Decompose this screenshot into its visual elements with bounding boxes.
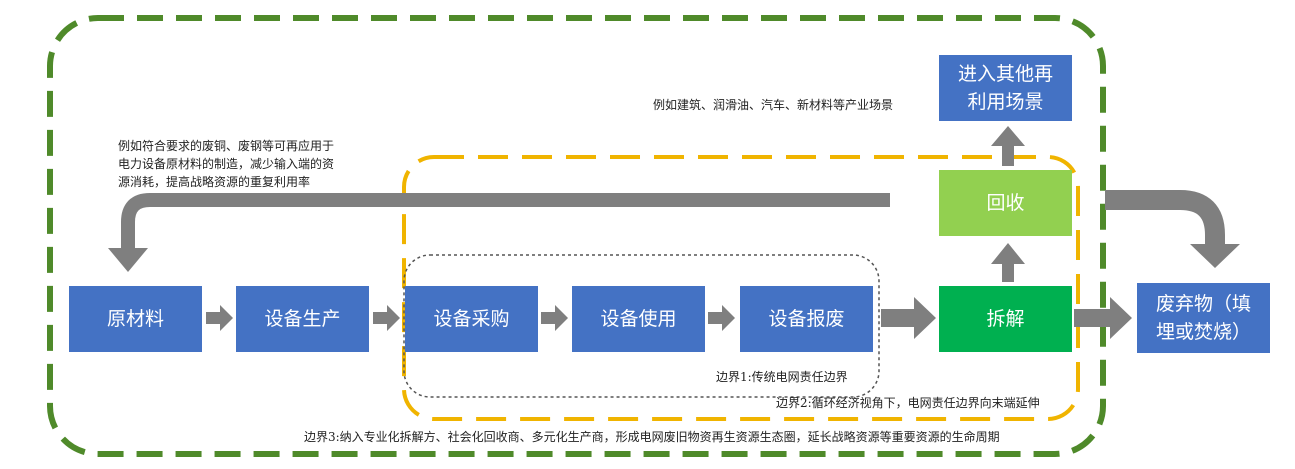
note-line-2: 电力设备原材料的制造，减少输入端的资 [118,157,335,171]
box-recycle: 回收 [939,170,1072,236]
note-other-scenes: 例如建筑、润滑油、汽车、新材料等产业场景 [653,98,894,112]
feedback-arrow [121,193,890,250]
box-other-reuse: 进入其他再利用场景 [939,55,1072,121]
boundary3-label: 边界3:纳入专业化拆解方、社会化回收商、多元化生产商，形成电网废旧物资再生资源生… [304,430,1000,444]
note-line-1: 例如符合要求的废铜、废钢等可再应用于 [118,139,335,153]
feedback-arrowhead [108,248,148,272]
box-waste: 废弃物（填埋或焚烧） [1137,283,1270,353]
note-line-3: 源消耗，提高战略资源的重复利用率 [118,175,311,189]
box-equipment-use: 设备使用 [572,286,705,352]
box-equipment-production: 设备生产 [236,286,369,352]
box-equipment-procurement: 设备采购 [405,286,538,352]
arrow-scrap-to-dismantle [881,297,936,339]
arrow-raw-to-production [206,305,233,331]
arrow-production-to-procurement [373,305,400,331]
box-dismantle: 拆解 [939,286,1072,352]
note-raw-material-reuse: 例如符合要求的废铜、废钢等可再应用于 电力设备原材料的制造，减少输入端的资 源消… [118,137,334,191]
arrow-procurement-to-use [541,305,568,331]
boundary3-line [47,15,1106,457]
recycle-to-waste-arrow [1105,190,1225,248]
boundary1-label: 边界1:传统电网责任边界 [716,370,848,384]
box-raw-material: 原材料 [69,286,202,352]
arrow-recycle-to-other [991,126,1025,166]
boundary1-line [403,254,880,398]
recycle-to-waste-arrowhead [1190,244,1240,268]
box-equipment-scrap: 设备报废 [740,286,873,352]
boundary2-label: 边界2:循环经济视角下，电网责任边界向末端延伸 [776,396,1040,410]
arrow-dismantle-to-recycle [991,243,1025,282]
arrow-use-to-scrap [708,305,735,331]
arrow-dismantle-to-waste [1074,297,1132,339]
